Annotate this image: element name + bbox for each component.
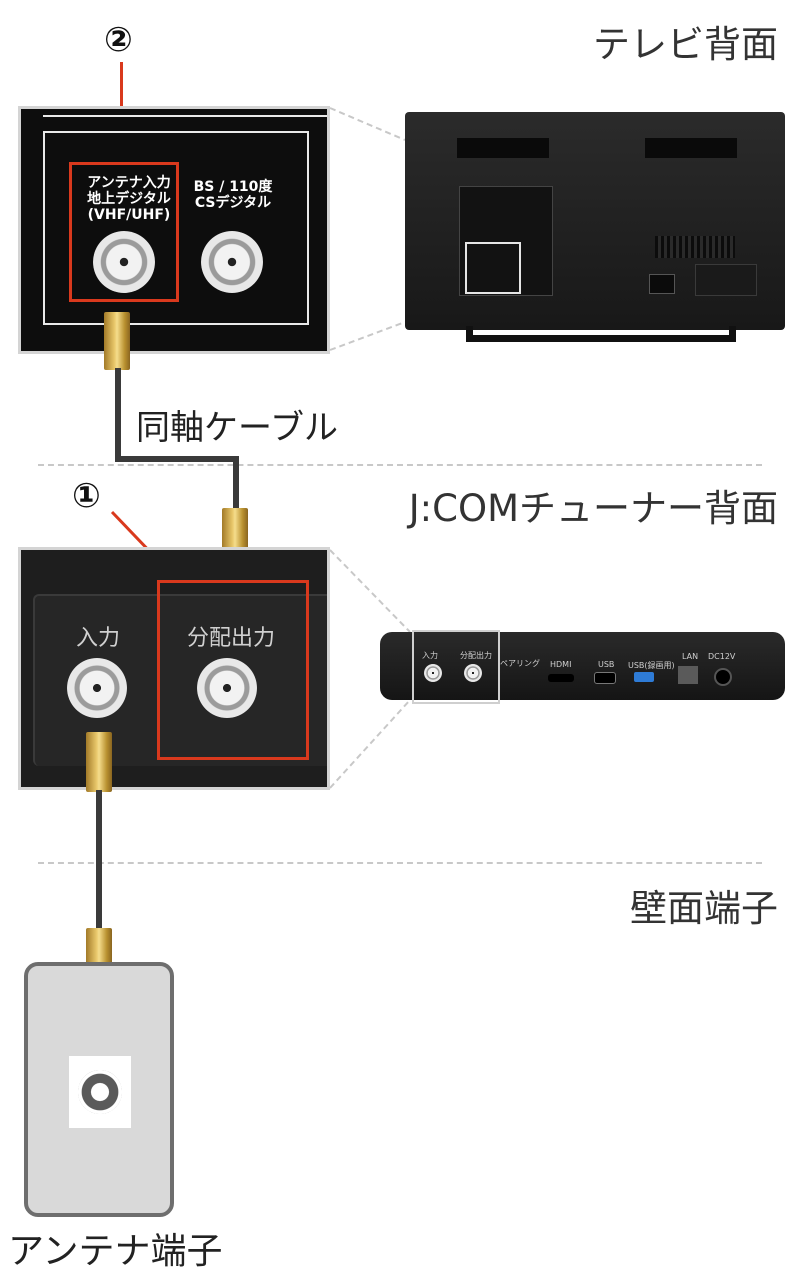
coax-cable-segment [96,790,102,932]
tuner-hdmi-label: HDMI [550,660,571,669]
tuner-usb-port [594,672,616,684]
wall-socket-ring [78,1070,122,1114]
tuner-hdmi-port [548,674,574,682]
tv-terminal-highlight [465,242,521,294]
tuner-small-connector [424,664,442,682]
tuner-input-connector [67,658,127,718]
split-output-highlight [157,580,309,760]
tuner-usb-label: USB [598,660,614,669]
wall-outlet-plate [24,962,174,1217]
tuner-input-label: 入力 [76,620,120,652]
tuner-dc-port [714,668,732,686]
tuner-small-split-label: 分配出力 [460,650,492,661]
tuner-lan-label: LAN [682,652,698,661]
tuner-usb-rec-label: USB(録画用) [628,660,675,671]
tuner-small-input-label: 入力 [422,650,438,661]
tv-rear-illustration [405,112,785,330]
tv-vent [457,138,549,158]
tuner-port-zoom: 入力 分配出力 [18,547,330,790]
tuner-lan-port [678,666,698,684]
tuner-small-connector [464,664,482,682]
tv-power-socket [649,274,675,294]
antenna-outlet-label: アンテナ端子 [8,1222,223,1274]
tuner-dc-label: DC12V [708,652,735,661]
tv-grille [655,236,735,258]
tv-vent [645,138,737,158]
tv-rating-label [695,264,757,296]
tuner-input-plug [86,732,112,792]
tuner-usb-rec-port [634,672,654,682]
tuner-rear-illustration: 入力 分配出力 ペアリング HDMI USB USB(録画用) LAN DC12… [380,632,785,700]
tv-stand [466,326,736,342]
tuner-pairing-label: ペアリング [500,658,540,669]
wall-socket [69,1056,131,1128]
